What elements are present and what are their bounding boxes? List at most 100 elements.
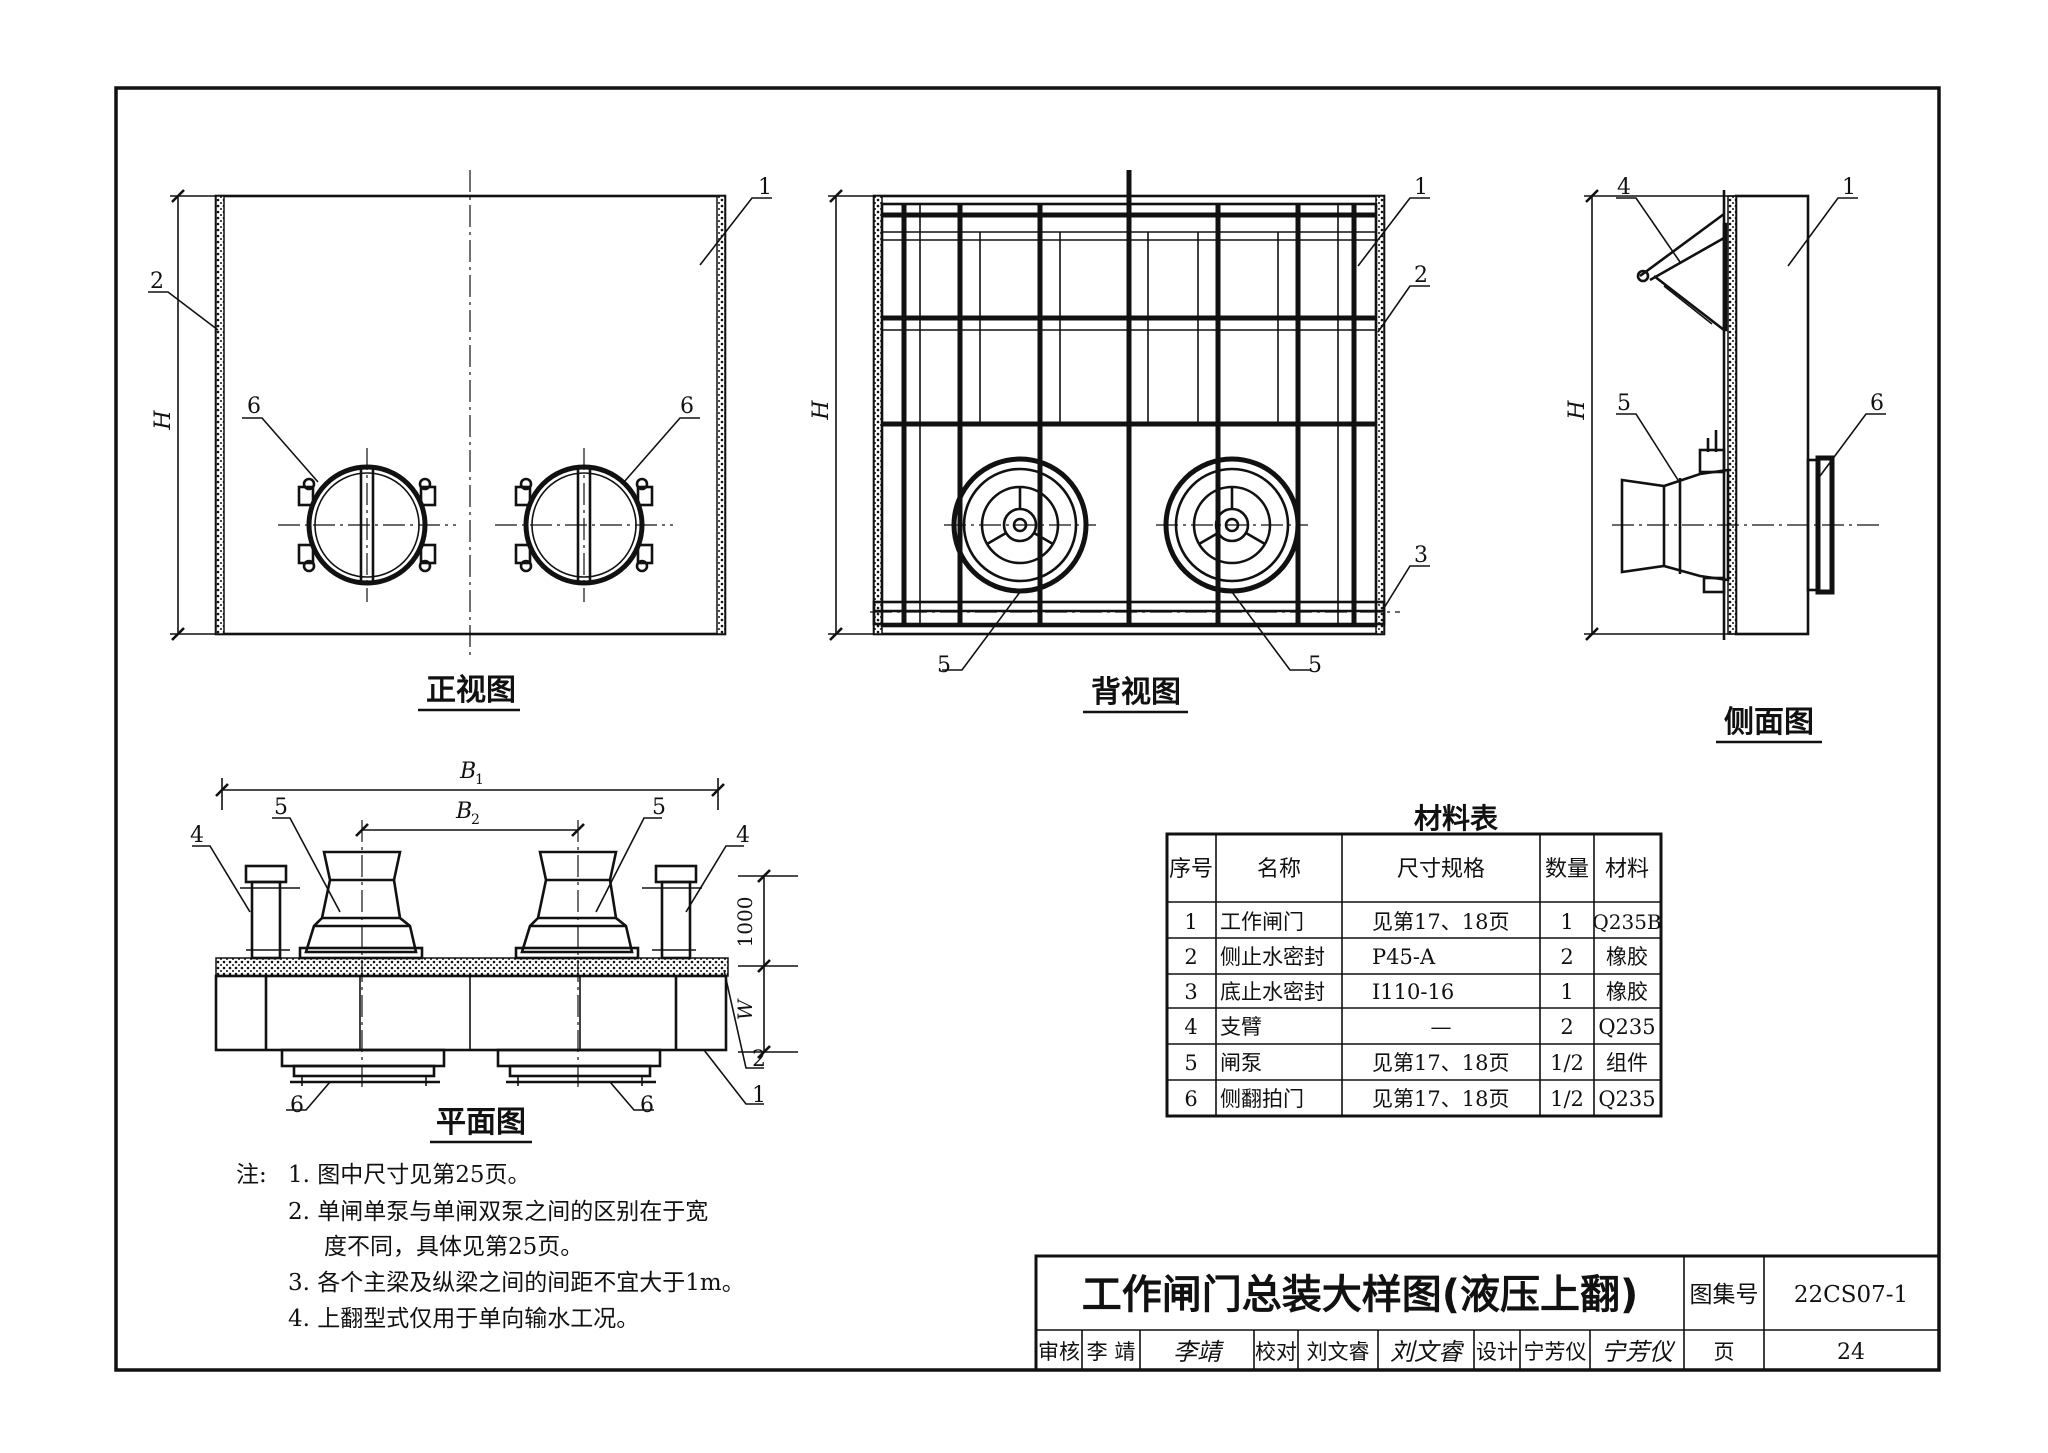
notes-label: 注:	[236, 1162, 267, 1188]
note-line: 度不同，具体见第25页。	[324, 1234, 583, 1260]
table-cell: 5	[1184, 1051, 1197, 1075]
table-cell: 见第17、18页	[1372, 1087, 1509, 1111]
front-view: H	[148, 170, 772, 712]
plan-view: B 1 B 2	[190, 759, 798, 1144]
pump-rear-right	[1156, 456, 1308, 594]
note-line: 4. 上翻型式仅用于单向输水工况。	[288, 1306, 639, 1332]
flap-gate-side	[1806, 455, 1835, 595]
plan-callout-4b: 4	[736, 823, 750, 848]
table-cell: 橡胶	[1606, 945, 1648, 969]
note-line: 3. 各个主梁及纵梁之间的间距不宜大于1m。	[288, 1270, 745, 1296]
plan-pump-left	[298, 850, 424, 960]
front-view-caption: 正视图	[426, 673, 516, 708]
side-seal-right	[716, 195, 726, 635]
note-line: 2. 单闸单泵与单闸双泵之间的区别在于宽	[288, 1199, 708, 1225]
table-cell: 橡胶	[1606, 980, 1648, 1004]
review-label: 审核	[1038, 1340, 1080, 1364]
table-cell: 底止水密封	[1220, 980, 1325, 1004]
table-header-name: 名称	[1257, 857, 1301, 882]
plan-dim-b1-sub: 1	[475, 772, 484, 788]
table-cell: 2	[1560, 1015, 1573, 1039]
table-header-material: 材料	[1605, 857, 1649, 882]
back-callout-5b: 5	[1308, 653, 1322, 678]
table-cell: —	[1431, 1015, 1452, 1039]
plan-callout-6a: 6	[290, 1093, 304, 1118]
plan-dim-1000: 1000	[733, 897, 757, 948]
table-cell: 闸泵	[1220, 1051, 1262, 1075]
title-block: 工作闸门总装大样图(液压上翻) 图集号 22CS07-1 审核 李 靖 李靖 校…	[1034, 1254, 1941, 1372]
pump-side	[1612, 430, 1880, 594]
plan-view-caption: 平面图	[436, 1105, 526, 1140]
table-cell: 1	[1560, 980, 1573, 1004]
table-cell: I110-16	[1372, 980, 1454, 1004]
flap-gate-right	[495, 448, 673, 602]
plan-callout-2: 2	[752, 1047, 766, 1072]
table-cell: 支臂	[1220, 1015, 1262, 1039]
front-callout-6a: 6	[247, 394, 261, 419]
designer-signature: 宁芳仪	[1601, 1338, 1676, 1366]
table-cell: 6	[1184, 1087, 1197, 1111]
front-callout-6b: 6	[680, 394, 694, 419]
reviewer-name: 李 靖	[1087, 1340, 1136, 1364]
pump-rear-left	[944, 456, 1096, 594]
plan-dim-b2: B	[455, 799, 472, 824]
side-view: H 1 4 5 6 侧面图	[1565, 175, 1886, 744]
plan-arm-left	[240, 864, 300, 960]
designer-name: 宁芳仪	[1524, 1340, 1587, 1364]
table-cell: 1/2	[1550, 1087, 1584, 1111]
checker-name: 刘文睿	[1307, 1340, 1370, 1364]
table-cell: P45-A	[1372, 945, 1436, 969]
plan-callout-5b: 5	[652, 795, 666, 820]
front-callout-2: 2	[150, 269, 164, 294]
table-cell: 见第17、18页	[1372, 1051, 1509, 1075]
table-cell: 1	[1560, 910, 1573, 934]
plan-callout-5a: 5	[274, 795, 288, 820]
notes: 注: 1. 图中尺寸见第25页。 2. 单闸单泵与单闸双泵之间的区别在于宽 度不…	[236, 1162, 745, 1332]
atlas-label: 图集号	[1690, 1282, 1759, 1308]
atlas-number: 22CS07-1	[1794, 1282, 1908, 1308]
table-cell: 2	[1184, 945, 1197, 969]
side-seal-left	[215, 195, 225, 635]
table-cell: 工作闸门	[1220, 910, 1304, 934]
back-callout-1: 1	[1414, 175, 1428, 200]
front-callout-1: 1	[758, 175, 772, 200]
table-header-qty: 数量	[1545, 857, 1589, 882]
side-callout-6: 6	[1870, 391, 1884, 416]
plan-dim-w: W	[733, 998, 757, 1020]
back-callout-5a: 5	[937, 653, 951, 678]
table-cell: 侧止水密封	[1220, 945, 1325, 969]
table-cell: Q235	[1598, 1015, 1655, 1039]
plan-pump-right	[514, 850, 640, 960]
table-header-spec: 尺寸规格	[1397, 857, 1485, 882]
sheet-border	[114, 86, 1941, 1372]
check-label: 校对	[1255, 1340, 1297, 1364]
side-view-caption: 侧面图	[1724, 705, 1814, 740]
flap-gate-left	[278, 448, 456, 602]
table-cell: 1/2	[1550, 1051, 1584, 1075]
plan-dim-b1: B	[459, 759, 476, 784]
plan-dim-b2-sub: 2	[471, 812, 480, 828]
table-cell: Q235	[1598, 1087, 1655, 1111]
table-cell: 4	[1184, 1015, 1197, 1039]
side-callout-5: 5	[1617, 391, 1631, 416]
back-callout-3: 3	[1414, 543, 1428, 568]
table-cell: 3	[1184, 980, 1197, 1004]
back-grid-beams	[882, 170, 1376, 626]
side-callout-4: 4	[1617, 175, 1631, 200]
plan-callout-1: 1	[752, 1083, 766, 1108]
back-callout-2: 2	[1414, 263, 1428, 288]
table-cell: 2	[1560, 945, 1573, 969]
drawing-title: 工作闸门总装大样图(液压上翻)	[1082, 1272, 1639, 1318]
material-table: 材料表 序号 名称 尺寸规格 数量 材料 1 工作闸门 见第17、18页 1 Q…	[1165, 802, 1663, 1118]
design-label: 设计	[1476, 1340, 1518, 1364]
plan-callout-4a: 4	[190, 823, 204, 848]
table-cell: 侧翻拍门	[1220, 1087, 1304, 1111]
side-dim-h: H	[1565, 400, 1590, 421]
checker-signature: 刘文睿	[1390, 1338, 1465, 1366]
table-header-no: 序号	[1169, 857, 1213, 882]
support-arm	[1636, 212, 1728, 332]
plan-flap-right	[496, 1048, 662, 1086]
material-table-title: 材料表	[1414, 802, 1498, 835]
page-number: 24	[1837, 1340, 1865, 1365]
